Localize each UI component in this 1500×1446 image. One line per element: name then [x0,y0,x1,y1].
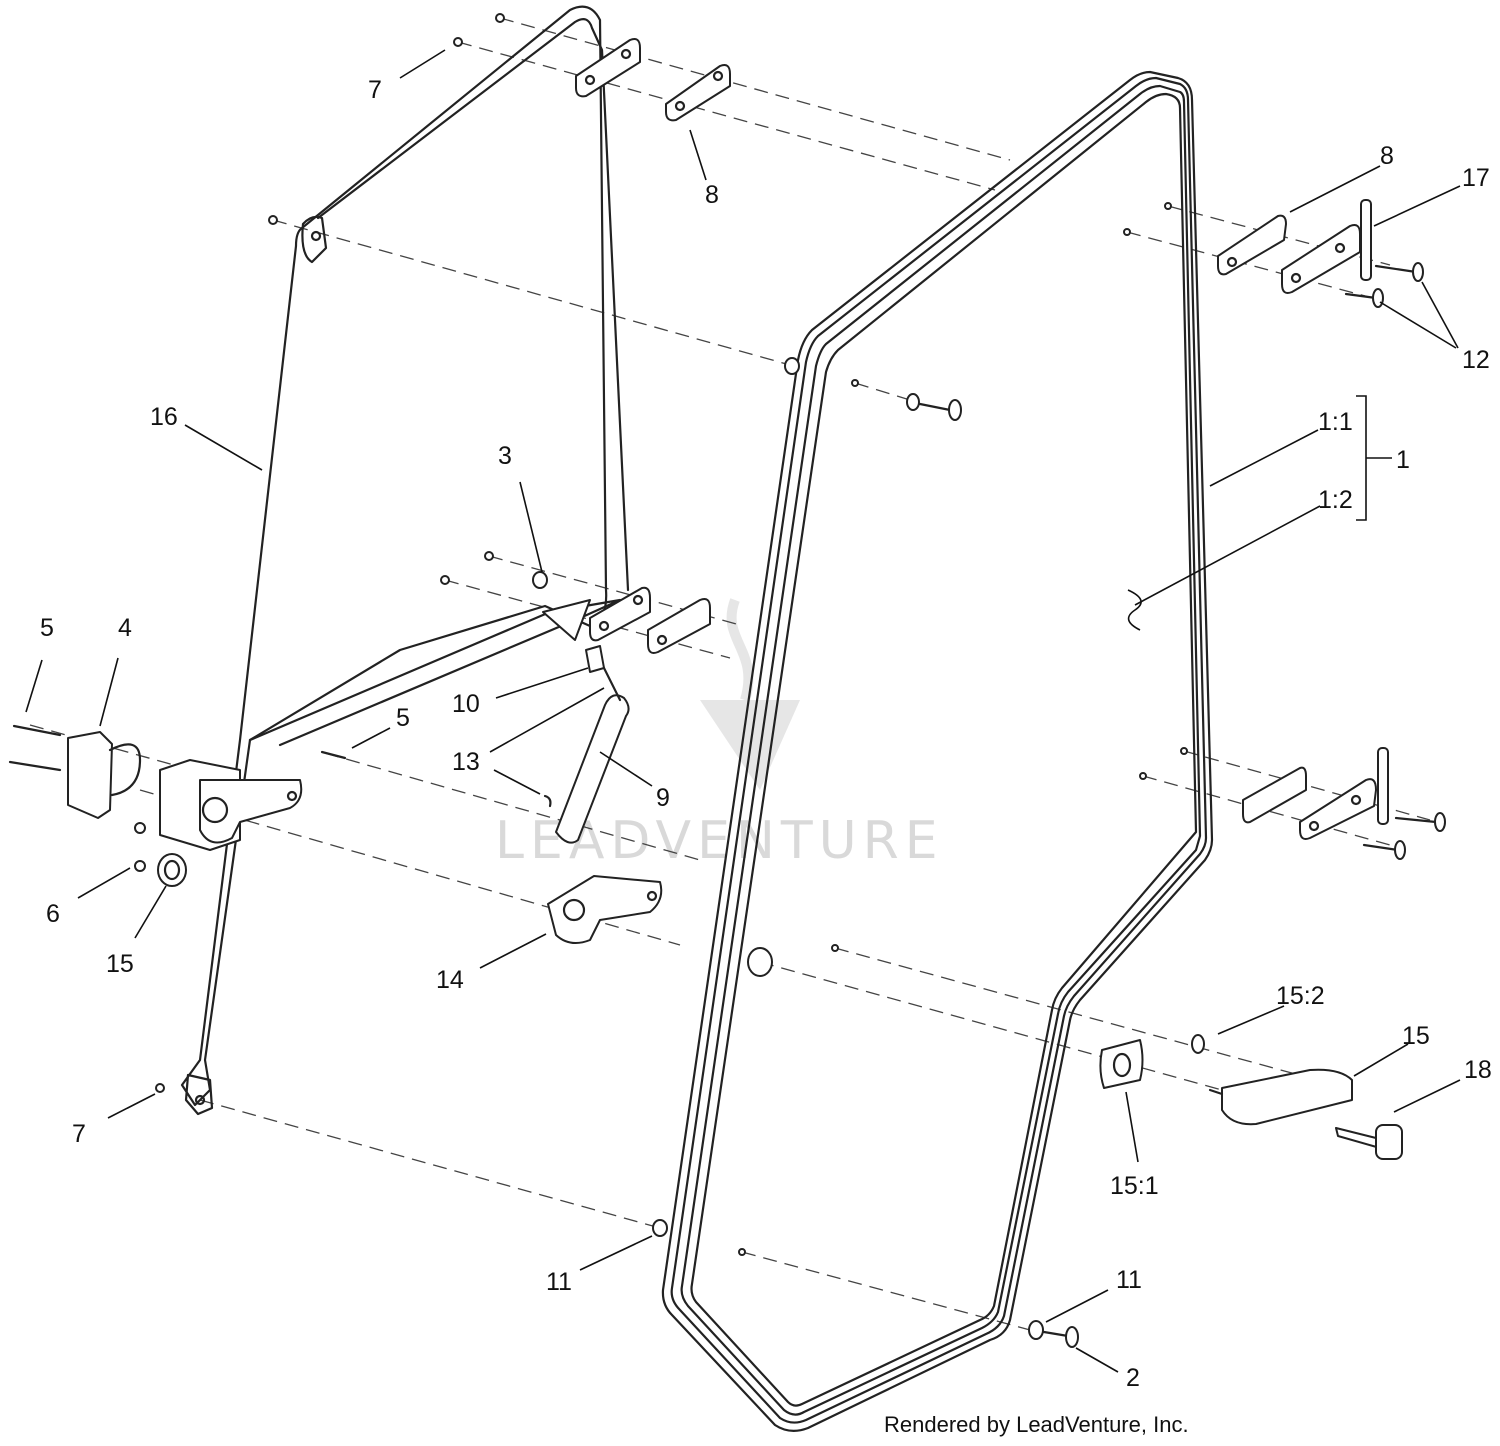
callout-3: 3 [498,442,512,470]
callout-9: 9 [656,784,670,812]
callout-2: 2 [1126,1364,1140,1392]
screws [906,262,1446,1348]
door-panel [661,70,1214,1432]
gas-spring [542,599,630,844]
latch-assembly [8,724,773,977]
callout-15-1: 15:1 [1110,1172,1159,1200]
callout-5-left: 5 [40,614,54,642]
callout-1: 1 [1396,446,1410,474]
callout-8-top: 8 [705,181,719,209]
callout-18: 18 [1464,1056,1492,1084]
footer-credit: Rendered by LeadVenture, Inc. [884,1412,1189,1437]
callout-1-1: 1:1 [1318,408,1353,436]
callout-7-bottom: 7 [72,1120,86,1148]
callout-7-top: 7 [368,76,382,104]
callout-11-left: 11 [546,1268,572,1296]
callout-5-mid: 5 [396,704,410,732]
door-frame [180,5,630,1116]
callout-1-2: 1:2 [1318,486,1353,514]
leader-lines [25,49,1461,1373]
callout-13: 13 [452,748,480,776]
callout-8-right: 8 [1380,142,1394,170]
callout-10: 10 [452,690,480,718]
callout-4: 4 [118,614,132,642]
callout-15-left: 15 [106,950,134,978]
lock-assembly [1099,1034,1403,1160]
hinge-pins [1360,199,1389,825]
nuts [134,13,1188,1256]
callout-labels: 7 8 8 17 12 16 1:1 1 1:2 3 5 4 5 10 13 9… [40,76,1492,1392]
callout-16: 16 [150,403,178,431]
callout-15-2: 15:2 [1276,982,1325,1010]
hinge-plates [575,38,1377,840]
callout-14: 14 [436,966,464,994]
alignment-lines [29,17,1431,1331]
callout-12: 12 [1462,346,1490,374]
callout-17: 17 [1462,164,1490,192]
callout-11-right: 11 [1116,1266,1142,1294]
callout-15-right: 15 [1402,1022,1430,1050]
callout-6: 6 [46,900,60,928]
